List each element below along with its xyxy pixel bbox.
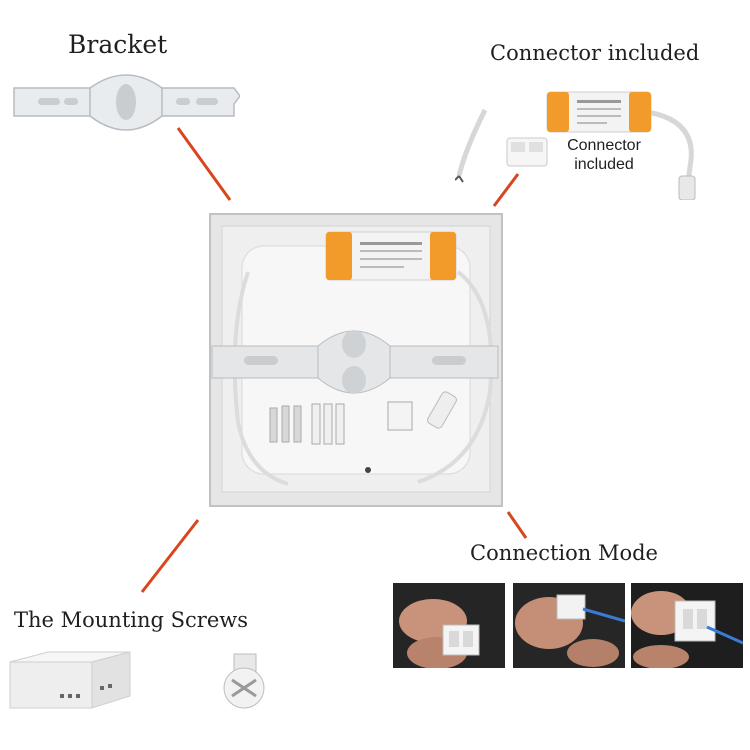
panel-back-image — [209, 213, 503, 507]
screw-anchor-image — [223, 653, 265, 709]
screws-leader-line — [140, 519, 200, 593]
connector-included-label: Connector included — [490, 41, 700, 65]
connector-leader-line — [492, 173, 520, 207]
connection-mode-label: Connection Mode — [470, 541, 658, 565]
connection-photo-2 — [513, 583, 625, 668]
connection-photo-3 — [631, 583, 743, 668]
bracket-image — [13, 74, 240, 131]
driver-image — [455, 91, 696, 200]
connection-photo-1 — [393, 583, 505, 668]
mounting-screws-label: The Mounting Screws — [14, 608, 248, 632]
mode-leader-line — [506, 511, 528, 539]
surface-panel-image — [9, 651, 131, 709]
bracket-label: Bracket — [68, 30, 168, 59]
connector-included-small-label: Connector included — [567, 137, 641, 173]
bracket-leader-line — [176, 127, 232, 201]
